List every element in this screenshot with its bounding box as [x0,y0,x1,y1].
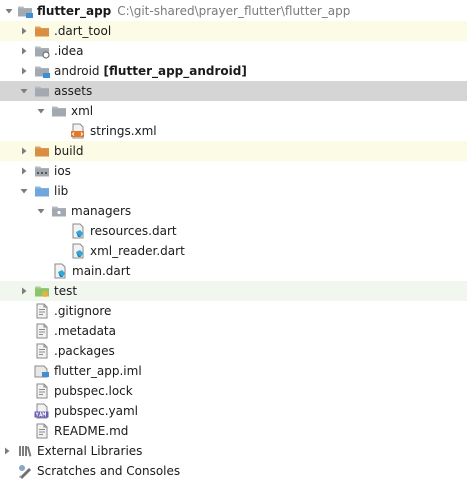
chevron-right-icon[interactable] [18,61,30,81]
tree-label: pubspec.lock [54,384,133,398]
tree-label: assets [54,84,93,98]
tree-row-managers[interactable]: managers [0,201,467,221]
tree-label: managers [71,204,132,218]
scratches-icon [17,463,33,479]
settings-folder-icon [34,43,50,59]
tree-row-readme[interactable]: README.md [0,421,467,441]
tree-row-strings-xml[interactable]: strings.xml [0,121,467,141]
tree-label: .dart_tool [54,24,112,38]
tree-label: pubspec.yaml [54,404,138,418]
tree-row-external-libraries[interactable]: External Libraries [0,441,467,461]
text-file-icon [34,423,50,439]
module-folder-icon [34,63,50,79]
tree-label: xml_reader.dart [90,244,185,258]
tree-row-xml-reader-dart[interactable]: xml_reader.dart [0,241,467,261]
chevron-right-icon[interactable] [18,161,30,181]
chevron-down-icon[interactable] [35,201,47,221]
tree-row-idea[interactable]: .idea [0,41,467,61]
tree-row-assets[interactable]: assets [0,81,467,101]
tree-row-pubspec-yaml[interactable]: pubspec.yaml [0,401,467,421]
tree-label: README.md [54,424,129,438]
chevron-down-icon[interactable] [18,81,30,101]
text-file-icon [34,303,50,319]
text-file-icon [34,323,50,339]
tree-label: .packages [54,344,115,358]
text-file-icon [34,383,50,399]
tree-label: build [54,144,84,158]
tree-label: ios [54,164,71,178]
tree-row-scratches[interactable]: Scratches and Consoles [0,461,467,481]
tree-label: test [54,284,78,298]
tree-row-gitignore[interactable]: .gitignore [0,301,467,321]
dart-file-icon [70,243,86,259]
xml-file-icon [70,123,86,139]
tree-row-dart-tool[interactable]: .dart_tool [0,21,467,41]
source-folder-icon [34,183,50,199]
tree-row-lib[interactable]: lib [0,181,467,201]
libraries-icon [17,443,33,459]
tree-label: android [54,64,100,78]
chevron-right-icon[interactable] [1,441,13,461]
dart-file-icon [52,263,68,279]
chevron-down-icon[interactable] [35,101,47,121]
chevron-right-icon[interactable] [18,41,30,61]
tree-label: main.dart [72,264,131,278]
tree-label: .idea [54,44,84,58]
project-path: C:\git-shared\prayer_flutter\flutter_app [117,4,351,18]
chevron-right-icon[interactable] [18,141,30,161]
tree-row-test[interactable]: test [0,281,467,301]
chevron-right-icon[interactable] [18,281,30,301]
tree-row-main-dart[interactable]: main.dart [0,261,467,281]
package-folder-icon [51,203,67,219]
chevron-down-icon[interactable] [3,1,15,21]
dart-file-icon [70,223,86,239]
test-folder-icon [34,283,50,299]
tree-row-flutter-app-iml[interactable]: flutter_app.iml [0,361,467,381]
excluded-folder-icon [34,143,50,159]
chevron-down-icon[interactable] [18,181,30,201]
tree-row-metadata[interactable]: .metadata [0,321,467,341]
tree-label: lib [54,184,69,198]
module-folder-icon [17,3,33,19]
tree-row-ios[interactable]: ios [0,161,467,181]
chevron-right-icon[interactable] [18,21,30,41]
folder-icon [34,83,50,99]
tree-label: External Libraries [37,444,143,458]
tree-row-pubspec-lock[interactable]: pubspec.lock [0,381,467,401]
tree-row-packages[interactable]: .packages [0,341,467,361]
tree-label: resources.dart [90,224,177,238]
folder-icon [51,103,67,119]
text-file-icon [34,343,50,359]
tree-row-resources-dart[interactable]: resources.dart [0,221,467,241]
tree-label: flutter_app.iml [54,364,142,378]
yaml-file-icon [34,403,50,419]
tree-row-project-root[interactable]: flutter_app C:\git-shared\prayer_flutter\… [0,1,467,21]
tree-label: Scratches and Consoles [37,464,181,478]
tree-row-android[interactable]: android[flutter_app_android] [0,61,467,81]
tree-label: .metadata [54,324,116,338]
iml-file-icon [34,363,50,379]
module-name: [flutter_app_android] [103,64,247,78]
tree-row-build[interactable]: build [0,141,467,161]
project-name: flutter_app [37,4,112,18]
package-folder-icon [34,163,50,179]
excluded-folder-icon [34,23,50,39]
tree-label: strings.xml [90,124,157,138]
tree-label: xml [71,104,94,118]
tree-label: .gitignore [54,304,112,318]
tree-row-xml[interactable]: xml [0,101,467,121]
